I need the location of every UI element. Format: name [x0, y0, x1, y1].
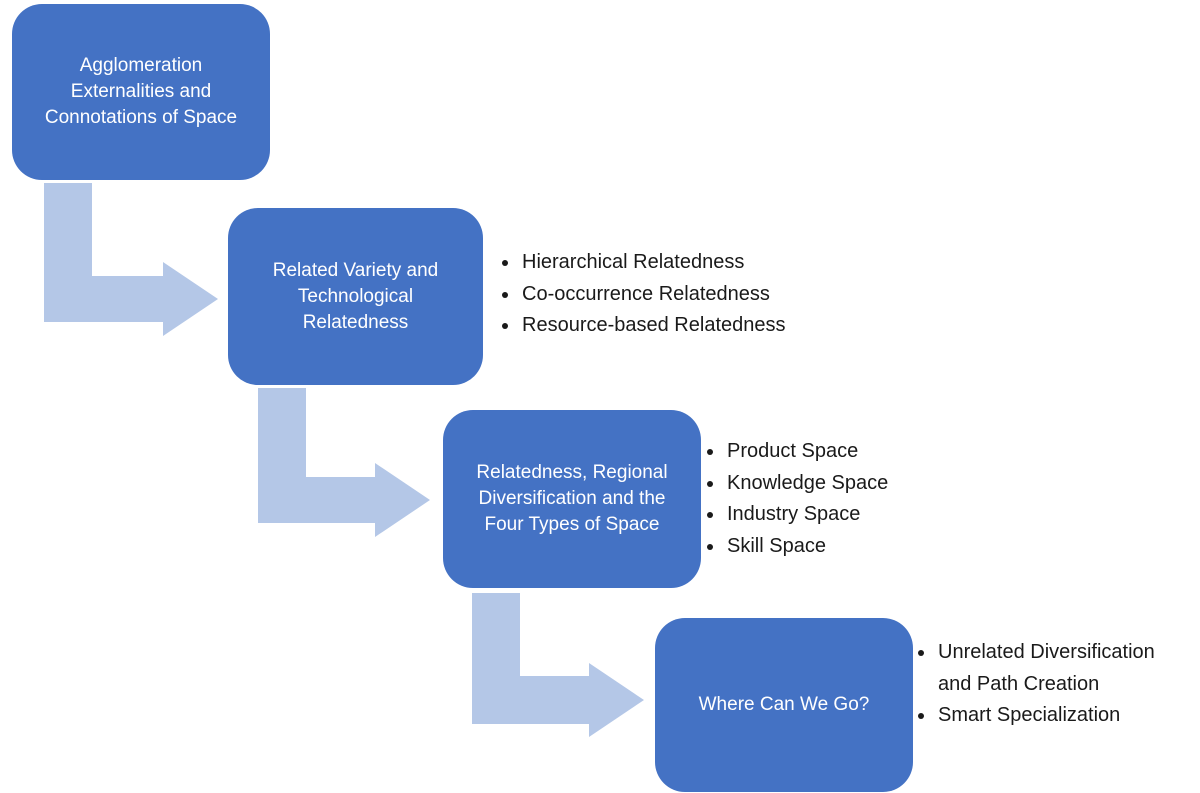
elbow-arrow-1	[44, 183, 218, 336]
bullet-list-relatedness-types: Hierarchical Relatedness Co-occurrence R…	[498, 247, 850, 342]
bullet-item: Co-occurrence Relatedness	[520, 279, 850, 311]
flow-box-related-variety: Related Variety and Technological Relate…	[228, 208, 483, 385]
flow-box-agglomeration: Agglomeration Externalities and Connotat…	[12, 4, 270, 180]
flow-box-where-can-we-go: Where Can We Go?	[655, 618, 913, 792]
flow-box-label: Related Variety and Technological Relate…	[272, 259, 439, 333]
elbow-arrow-3	[472, 593, 644, 737]
bullet-list-four-spaces: Product Space Knowledge Space Industry S…	[703, 436, 965, 562]
flow-box-label: Where Can We Go?	[698, 694, 870, 715]
bullet-item: Resource-based Relatedness	[520, 310, 850, 342]
bullet-item: Hierarchical Relatedness	[520, 247, 850, 279]
flow-box-label: Relatedness, Regional Diversification an…	[476, 462, 668, 535]
bullet-item: Skill Space	[725, 531, 965, 563]
elbow-arrow-2	[258, 388, 430, 537]
flow-box-relatedness-spaces: Relatedness, Regional Diversification an…	[443, 410, 701, 588]
flow-box-label: Agglomeration Externalities and Connotat…	[44, 55, 238, 128]
bullet-list-diversification: Unrelated Diversification and Path Creat…	[914, 637, 1186, 732]
bullet-item: Knowledge Space	[725, 468, 965, 500]
bullet-item: Industry Space	[725, 499, 965, 531]
bullet-item: Unrelated Diversification and Path Creat…	[936, 637, 1186, 700]
bullet-item: Product Space	[725, 436, 965, 468]
bullet-item: Smart Specialization	[936, 700, 1186, 732]
